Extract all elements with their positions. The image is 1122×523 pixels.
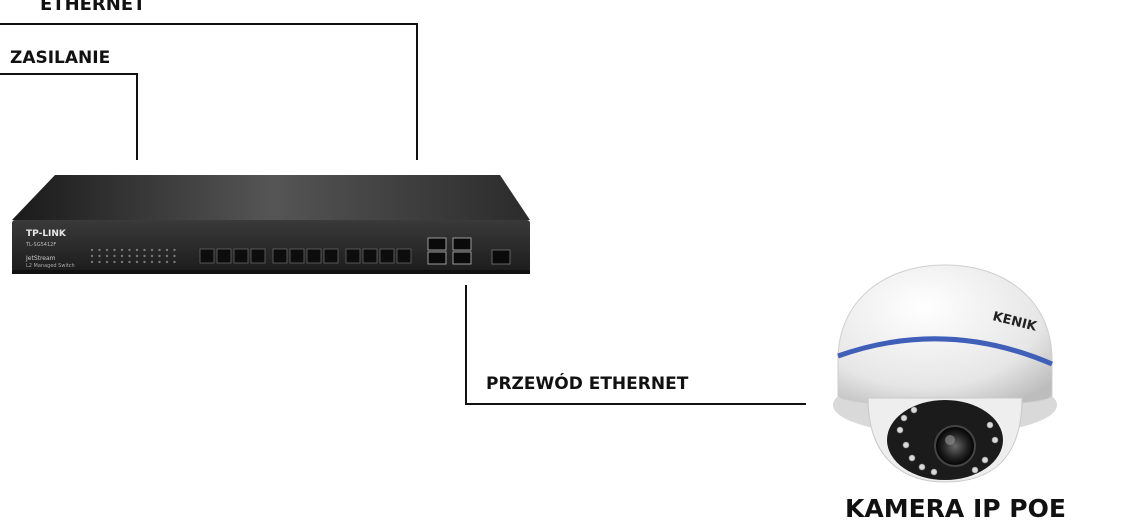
switch-led [143,254,146,258]
sfp-port [379,248,395,264]
power-line [0,73,138,160]
sfp-port [362,248,378,264]
switch-rj45-ports [427,237,472,265]
switch-led [150,260,154,264]
switch-led [158,254,161,258]
ir-led [908,454,916,462]
sfp-port [306,248,322,264]
sfp-port [233,248,249,264]
switch-led [165,248,169,252]
switch-led [90,248,94,252]
switch-led [105,254,109,258]
switch-led [113,254,116,258]
switch-led [143,260,146,264]
switch-led [165,254,169,258]
switch-led [120,248,124,252]
ir-led [902,441,910,449]
switch-led [105,248,109,252]
switch-led-indicators [90,248,176,264]
switch-led [120,254,124,258]
switch-led [128,254,131,258]
sfp-port [289,248,305,264]
switch-led [128,248,131,252]
switch-brand-text: TP-LINK [26,229,67,239]
switch-led [135,260,139,264]
switch-led [165,260,169,264]
camera-lens-highlight [945,435,955,445]
network-switch: TP-LINK TL-SG5412F JetStream L2 Managed … [12,175,530,274]
ir-led [991,436,999,444]
sfp-port [199,248,215,264]
ir-led [900,414,908,422]
switch-top-panel [12,175,530,220]
rj45-port [427,237,447,251]
switch-led [120,260,124,264]
ir-led [971,466,979,474]
sfp-port [272,248,288,264]
switch-led [135,248,139,252]
switch-sfp-ports [199,248,412,264]
ethernet-uplink-line [0,23,418,160]
switch-led [90,254,94,258]
switch-led [98,248,101,252]
switch-led [158,248,161,252]
switch-led [173,254,176,258]
rj45-port [452,237,472,251]
switch-led [150,248,154,252]
camera-label: KAMERA IP POE [845,494,1066,523]
switch-model-text: TL-SG5412F [25,242,56,248]
switch-led [98,260,101,264]
ir-led [910,406,918,414]
switch-led [113,260,116,264]
ip-camera: KENIK [833,264,1057,483]
ir-led [986,421,994,429]
connection-lines [0,23,806,405]
switch-led [173,248,176,252]
switch-led [113,248,116,252]
camera-ir-leds [896,406,999,476]
switch-led [150,254,154,258]
switch-led [158,260,161,264]
sfp-port [396,248,412,264]
sfp-port [323,248,339,264]
switch-series-text: JetStream [25,255,56,262]
switch-led [173,260,176,264]
camera-lens [934,425,976,467]
switch-front-panel [12,220,530,272]
camera-dome-shell [837,264,1053,407]
sfp-port [250,248,266,264]
rj45-port [427,251,447,265]
ethernet-label: ETHERNET [40,0,146,15]
camera-blue-stripe [837,336,1053,367]
switch-description-text: L2 Managed Switch [26,263,75,269]
sfp-port [216,248,232,264]
ir-led [918,463,926,471]
ir-led [930,468,938,476]
rj45-port [452,251,472,265]
switch-led [90,260,94,264]
switch-bottom-edge [12,270,530,274]
switch-console-port [491,249,511,265]
switch-led [98,254,101,258]
ethernet-cable-label: PRZEWÓD ETHERNET [486,374,689,394]
switch-led [128,260,131,264]
switch-led [105,260,109,264]
ir-led [896,426,904,434]
switch-led [135,254,139,258]
power-label: ZASILANIE [10,48,111,68]
ir-led [981,456,989,464]
sfp-port [345,248,361,264]
switch-led [143,248,146,252]
ethernet-cable-line [465,285,806,405]
